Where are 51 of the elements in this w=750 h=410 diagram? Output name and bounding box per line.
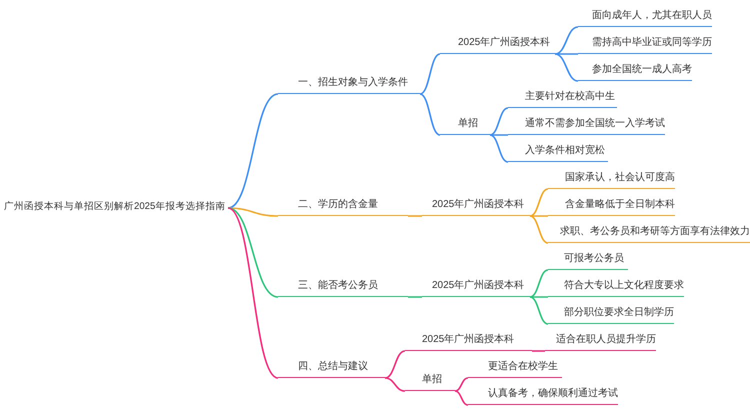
- branch-line: [454, 377, 468, 392]
- branch-topic: 国家承认，社会认可度高: [548, 169, 675, 189]
- branch-line: [530, 296, 548, 298]
- branch-topic: 适合在职人员提升学历: [545, 331, 656, 351]
- branch-line: [420, 53, 440, 95]
- branch-line: [454, 390, 468, 406]
- branch-line: [384, 377, 406, 392]
- branch-line: [554, 26, 578, 55]
- branch-line: [228, 207, 278, 379]
- branch-topic: 认真备考，确保顺利通过考试: [468, 385, 618, 405]
- branch-topic: 符合大专以上文化程度要求: [548, 277, 684, 297]
- branch-topic: 单招: [405, 371, 455, 391]
- branch-topic: 需持高中毕业证或同等学历: [578, 34, 712, 54]
- branch-topic: 一、招生对象与入学条件: [278, 74, 420, 94]
- branch-line: [490, 134, 508, 163]
- branch-line: [530, 269, 548, 298]
- branch-line: [228, 93, 278, 209]
- branch-topic: 四、总结与建议: [278, 358, 385, 378]
- branch-line: [530, 188, 548, 217]
- branch-topic: 2025年广州函授本科: [440, 34, 555, 54]
- branch-topic: 求职、考公务员和考研等方面享有法律效力: [548, 223, 750, 243]
- branch-topic: 可报考公务员: [548, 250, 628, 270]
- branch-topic: 三、能否考公务员: [278, 277, 408, 297]
- branch-line: [555, 53, 578, 55]
- branch-topic: 含金量略低于全日制本科: [548, 196, 675, 216]
- branch-topic: 2025年广州函授本科: [405, 331, 532, 351]
- branch-line: [384, 350, 406, 379]
- branch-line: [530, 296, 548, 325]
- branch-line: [530, 215, 548, 244]
- branch-topic: 通常不需参加全国统一入学考试: [508, 115, 665, 135]
- branch-topic: 更适合在校学生: [468, 358, 562, 378]
- branch-topic: 面向成年人，尤其在职人员: [578, 7, 712, 27]
- branch-line: [490, 134, 508, 136]
- branch-line: [228, 207, 278, 217]
- branch-line: [408, 296, 422, 298]
- branch-topic: 入学条件相对宽松: [508, 142, 608, 162]
- branch-topic: 2025年广州函授本科: [422, 196, 530, 216]
- branch-line: [408, 215, 422, 217]
- branch-line: [532, 350, 545, 352]
- branch-topic: 二、学历的含金量: [278, 196, 408, 216]
- branch-line: [530, 215, 548, 217]
- branch-topic: 部分职位要求全日制学历: [548, 304, 674, 324]
- branch-line: [420, 93, 440, 136]
- branch-line: [490, 107, 508, 136]
- branch-topic: 2025年广州函授本科: [422, 277, 530, 297]
- branch-line: [554, 53, 578, 82]
- branch-topic: 参加全国统一成人高考: [578, 61, 692, 81]
- central-topic: 广州函授本科与单招区别解析2025年报考选择指南: [4, 198, 226, 216]
- branch-topic: 单招: [440, 115, 490, 135]
- branch-topic: 主要针对在校高中生: [508, 88, 617, 108]
- branch-line: [228, 207, 278, 298]
